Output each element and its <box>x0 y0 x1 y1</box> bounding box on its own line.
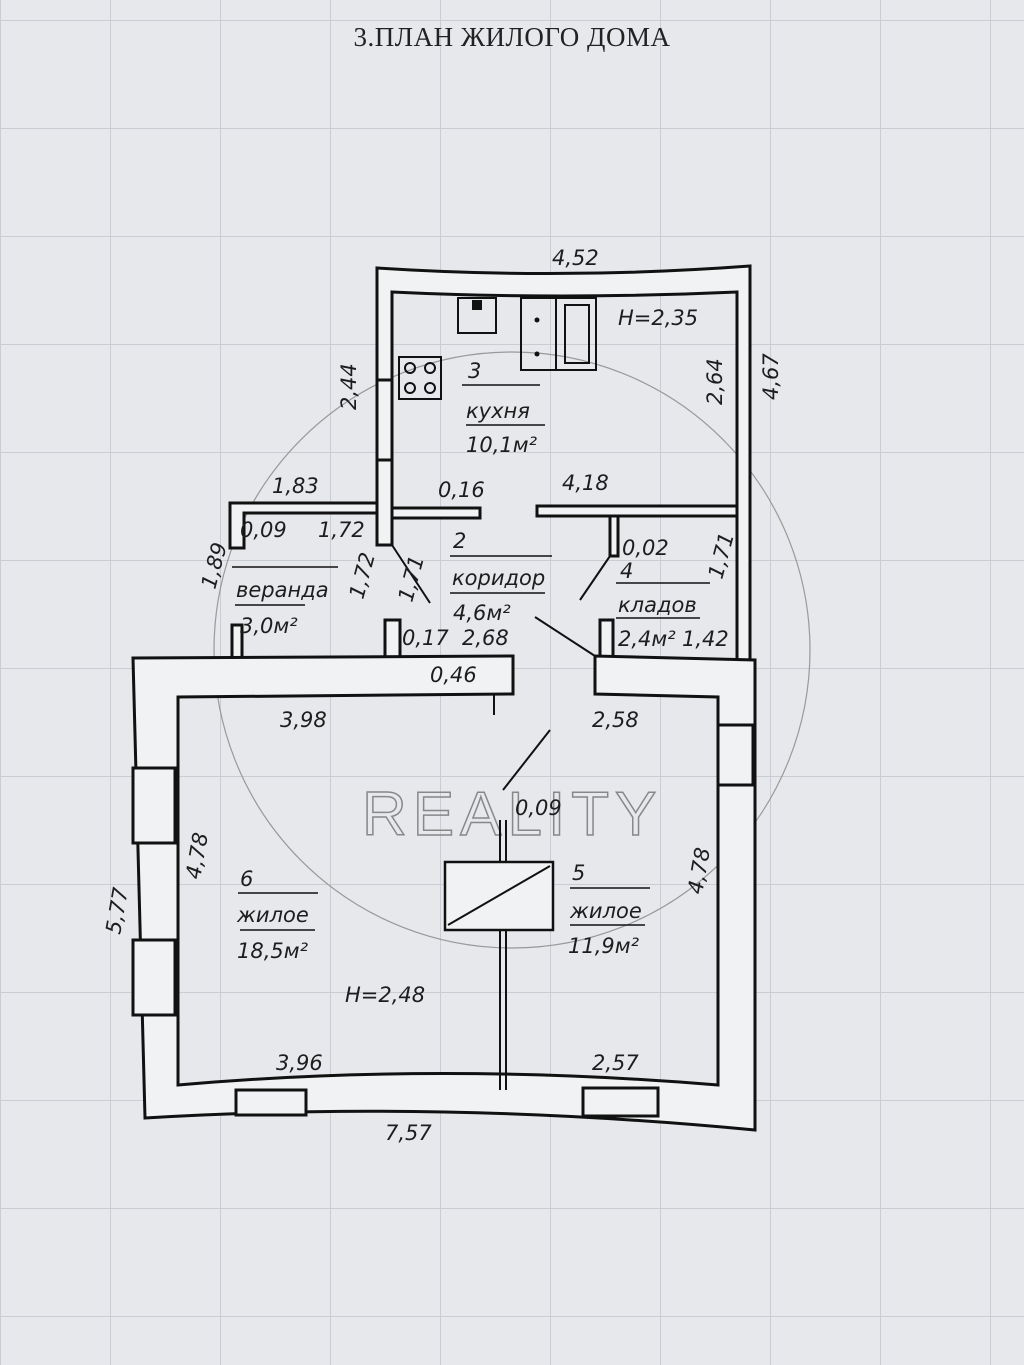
ceiling-height: H=2,48 <box>345 983 425 1007</box>
ceiling-height: H=2,35 <box>618 306 698 330</box>
wall-kitchen-outer <box>375 264 752 662</box>
room-number: 3 <box>468 359 481 383</box>
dimension: 2,58 <box>592 708 639 732</box>
watermark-text: REALITY <box>362 780 662 849</box>
wall-stub <box>383 618 402 662</box>
window-left-1 <box>131 766 177 845</box>
room-area: 2,4м² <box>618 627 676 651</box>
room-number: 5 <box>572 861 585 885</box>
sink-icon <box>520 297 597 371</box>
door-swing <box>579 555 611 601</box>
dimension: 3,98 <box>280 708 327 732</box>
room-name: веранда <box>236 578 329 602</box>
dimension: 0,09 <box>515 796 562 820</box>
room-name: кладов <box>618 593 697 617</box>
room-area: 4,6м² <box>453 601 511 625</box>
dimension: 0,09 <box>240 518 287 542</box>
door-swing <box>534 616 596 657</box>
room-name: жилое <box>236 903 309 927</box>
dimension: 0,46 <box>430 663 477 687</box>
wall-storage <box>608 514 620 558</box>
dimension: 0,16 <box>438 478 485 502</box>
window-bottom-2 <box>581 1086 660 1118</box>
page-title: 3.ПЛАН ЖИЛОГО ДОМА <box>353 22 671 52</box>
wall-kitchen-left-lower <box>375 453 394 547</box>
room-name: жилое <box>569 899 642 923</box>
label-underlines <box>232 384 710 931</box>
dimension: 7,57 <box>385 1121 432 1145</box>
wall-corridor-right <box>535 504 739 518</box>
room-area: 11,9м² <box>568 934 640 958</box>
dimension: 2,57 <box>592 1051 639 1075</box>
dimension: 4,78 <box>181 831 213 881</box>
window-right <box>716 723 755 787</box>
room-number: 4 <box>620 559 633 583</box>
dimension: 1,71 <box>394 553 429 604</box>
room-number: 2 <box>453 529 466 553</box>
room-name: коридор <box>452 566 545 590</box>
dimension: 4,67 <box>759 353 783 400</box>
dimension: 1,42 <box>682 627 729 651</box>
window-left-2 <box>131 938 177 1017</box>
dimension: 2,44 <box>337 363 361 410</box>
dimension: 2,68 <box>462 626 509 650</box>
dimension: 1,71 <box>704 530 739 581</box>
wall-main <box>131 654 757 1132</box>
dimension: 0,02 <box>622 536 669 560</box>
dimension: 4,18 <box>562 471 609 495</box>
dimension: 2,64 <box>703 358 727 405</box>
room-number: 6 <box>240 867 253 891</box>
dimension: 5,77 <box>101 885 133 936</box>
door-swing <box>391 544 431 604</box>
stove-icon <box>443 860 555 932</box>
room-area: 18,5м² <box>237 939 309 963</box>
boiler-icon <box>457 297 497 334</box>
dimension: 4,78 <box>683 846 715 896</box>
wall-stub-storage <box>598 618 615 662</box>
dimension: 1,89 <box>197 540 232 591</box>
dimension: 1,83 <box>272 474 319 498</box>
dimension: 0,17 <box>402 626 449 650</box>
window-kitchen <box>375 378 394 462</box>
room-area: 3,0м² <box>240 614 298 638</box>
watermark: REALITY <box>213 351 811 949</box>
dimension: 4,52 <box>552 246 599 270</box>
cooker-icon <box>398 356 442 400</box>
wall-veranda <box>228 501 379 550</box>
dimensions: 4,52 2,44 2,64 4,67 1,83 0,16 4,18 0,09 … <box>101 246 783 1145</box>
dimension: 1,72 <box>318 518 365 542</box>
room-area: 10,1м² <box>466 433 538 457</box>
window-bottom-1 <box>234 1088 308 1117</box>
dimension: 1,72 <box>345 550 380 601</box>
door-swing <box>502 729 551 791</box>
dimension: 3,96 <box>276 1051 323 1075</box>
room-name: кухня <box>466 399 530 423</box>
wall-corridor-left <box>390 506 482 520</box>
